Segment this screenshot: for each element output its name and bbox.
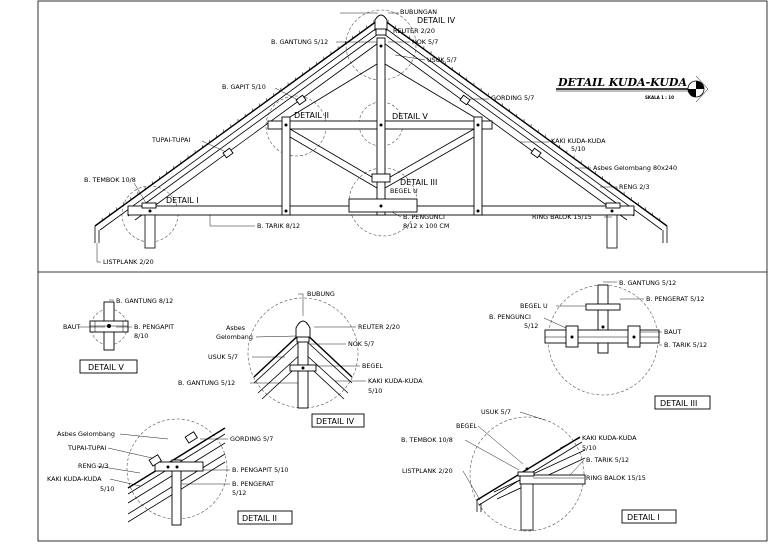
label-gapit: B. GAPIT 5/10: [222, 83, 266, 91]
di-begel: BEGEL: [456, 422, 477, 430]
dv-gantung: B. GANTUNG 8/12: [116, 297, 173, 305]
detail-iii: B. GANTUNG 5/12 BEGEL U B. PENGERAT 5/12…: [489, 279, 711, 410]
label-detail-v: DETAIL V: [392, 112, 428, 121]
diii-baut: BAUT: [664, 328, 681, 336]
label-nok: NOK 5/7: [412, 38, 438, 46]
label-detail-i: DETAIL I: [166, 196, 199, 205]
dii-pengapit: B. PENGAPIT 5/10: [232, 466, 288, 474]
div-usuk: USUK 5/7: [208, 353, 238, 361]
label-gording: GORDING 5/7: [491, 94, 534, 102]
div-begel: BEGEL: [362, 362, 383, 370]
diii-pengunci-1: B. PENGUNCI: [489, 313, 531, 321]
sheet-frame: [37, 0, 768, 542]
dii-asbes: Asbes Gelombang: [57, 430, 115, 438]
div-kaki-2: 5/10: [368, 387, 382, 395]
di-usuk: USUK 5/7: [481, 408, 511, 416]
div-box-label: DETAIL IV: [316, 417, 355, 426]
label-detail-iii: DETAIL III: [400, 178, 437, 187]
diii-begel-u: BEGEL U: [520, 302, 548, 310]
label-tarik: B. TARIK 8/12: [257, 222, 300, 230]
dv-pengapit-1: B. PENGAPIT: [134, 323, 174, 331]
diii-pengunci-2: 5/12: [524, 322, 538, 330]
di-tembok: B. TEMBOK 10/8: [401, 436, 453, 444]
dv-box-label: DETAIL V: [88, 363, 124, 372]
diii-box-label: DETAIL III: [660, 399, 697, 408]
dii-reng: RENG 2/3: [78, 462, 109, 470]
di-kaki-1: KAKI KUDA-KUDA: [582, 434, 637, 442]
detail-ii: Asbes Gelombang GORDING 5/7 TUPAI-TUPAI …: [47, 418, 293, 526]
dii-kaki-1: KAKI KUDA-KUDA: [47, 475, 102, 483]
detail-v: B. GANTUNG 8/12 BAUT B. PENGAPIT 8/10 DE…: [63, 297, 174, 374]
main-annotations: BUBUNGAN DETAIL IV REUTER 2/20 B. GANTUN…: [84, 8, 677, 266]
truss-elevation: [94, 9, 668, 249]
diii-tarik: B. TARIK 5/12: [664, 341, 707, 349]
locking-beam: [348, 198, 418, 213]
label-asbes: Asbes Gelombang 80x240: [593, 164, 677, 172]
dii-pengerat-2: 5/12: [232, 489, 246, 497]
diii-gantung: B. GANTUNG 5/12: [619, 279, 676, 287]
detail-iv: BUBUNG Asbes Gelombang REUTER 2/20 NOK 5…: [178, 290, 423, 428]
drawing-title: DETAIL KUDA-KUDA: [557, 76, 687, 89]
wall-left: [144, 214, 156, 249]
di-box-label: DETAIL I: [627, 513, 660, 522]
wall-right: [606, 214, 618, 249]
label-pengunci-1: B. PENGUNCI: [403, 213, 445, 221]
title-block: DETAIL KUDA-KUDA SKALA 1 : 10: [556, 75, 709, 103]
dii-pengerat-1: B. PENGERAT: [232, 480, 274, 488]
label-tupai: TUPAI-TUPAI: [151, 136, 190, 144]
side-post-right: [473, 116, 483, 216]
div-asbes-2: Gelombang: [216, 333, 253, 341]
roof-corrugation-right: [387, 20, 661, 221]
label-detail-ii: DETAIL II: [294, 111, 329, 120]
div-asbes-1: Asbes: [226, 324, 246, 332]
label-listplank: LISTPLANK 2/20: [103, 258, 154, 266]
div-kaki-1: KAKI KUDA-KUDA: [368, 377, 423, 385]
label-begel-u: BEGEL U: [390, 187, 418, 195]
roof-corrugation-left: [101, 20, 375, 221]
div-bubung: BUBUNG: [307, 290, 335, 298]
label-bubungan: BUBUNGAN: [400, 8, 437, 16]
scale-label: SKALA 1 : 10: [645, 95, 674, 100]
ridge-cap: [374, 14, 388, 31]
rafter-left: [127, 31, 382, 217]
dii-box-label: DETAIL II: [242, 514, 277, 523]
dii-kaki-2: 5/10: [100, 485, 114, 493]
dii-gording: GORDING 5/7: [230, 435, 273, 443]
label-usuk: USUK 5/7: [427, 56, 457, 64]
dv-pengapit-2: 8/10: [134, 332, 148, 340]
label-reng: RENG 2/3: [619, 183, 650, 191]
detail-iv-circle: [345, 9, 417, 81]
div-nok: NOK 5/7: [348, 340, 374, 348]
label-kaki-2: 5/10: [571, 145, 585, 153]
dv-baut: BAUT: [63, 323, 80, 331]
div-gantung: B. GANTUNG 5/12: [178, 379, 235, 387]
label-ring-balok: RING BALOK 15/15: [532, 213, 592, 221]
side-post-left: [281, 116, 291, 216]
label-tembok: B. TEMBOK 10/8: [84, 176, 136, 184]
label-gantung: B. GANTUNG 5/12: [271, 38, 328, 46]
label-reuter: REUTER 2/20: [393, 27, 435, 35]
div-reuter: REUTER 2/20: [358, 323, 400, 331]
label-pengunci-2: 8/12 x 100 CM: [403, 222, 449, 230]
di-listplank: LISTPLANK 2/20: [402, 467, 453, 475]
label-kaki-1: KAKI KUDA-KUDA: [551, 137, 606, 145]
di-kaki-2: 5/10: [582, 444, 596, 452]
rafter-right: [380, 31, 635, 217]
di-tarik: B. TARIK 5/12: [586, 456, 629, 464]
detail-i: USUK 5/7 BEGEL B. TEMBOK 10/8 KAKI KUDA-…: [401, 408, 677, 532]
dii-tupai: TUPAI-TUPAI: [67, 444, 106, 452]
di-ring-balok: RING BALOK 15/15: [586, 474, 646, 482]
label-detail-iv: DETAIL IV: [417, 16, 456, 25]
diii-pengerat: B. PENGERAT 5/12: [646, 295, 704, 303]
